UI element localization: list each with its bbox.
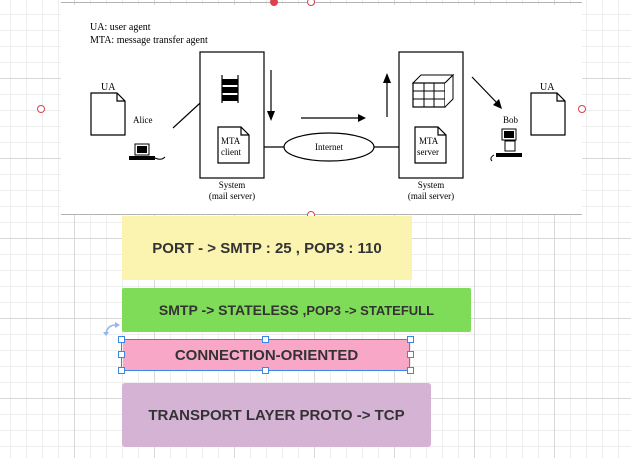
pop3-state-text: POP3 -> STATEFULL bbox=[306, 302, 435, 318]
bob-computer-icon bbox=[490, 128, 522, 162]
mta-server-label-2: server bbox=[417, 147, 439, 157]
right-system-sublabel: (mail server) bbox=[408, 191, 454, 201]
right-ua-label: UA bbox=[540, 82, 555, 93]
mta-server-document-icon bbox=[414, 126, 447, 164]
port-note-text: PORT - > SMTP : 25 , POP3 : 110 bbox=[152, 239, 382, 257]
resize-handle-tl[interactable] bbox=[118, 336, 125, 343]
resize-handle-tm[interactable] bbox=[262, 336, 269, 343]
alice-label: Alice bbox=[133, 115, 153, 125]
figure-top-edge bbox=[61, 2, 582, 3]
mta-client-document-icon bbox=[217, 126, 250, 164]
connection-note[interactable]: CONNECTION-ORIENTED bbox=[123, 340, 410, 370]
state-note[interactable]: SMTP -> STATELESS ,POP3 -> STATEFULL bbox=[122, 288, 471, 332]
left-system-sublabel: (mail server) bbox=[209, 191, 255, 201]
transport-note[interactable]: TRANSPORT LAYER PROTO -> TCP bbox=[122, 383, 431, 447]
legend-ua: UA: user agent bbox=[90, 22, 151, 33]
resize-handle-mr[interactable] bbox=[407, 351, 414, 358]
figure-bottom-edge bbox=[61, 214, 582, 215]
alice-computer-icon bbox=[129, 143, 166, 160]
email-architecture-figure[interactable]: UA: user agent MTA: message transfer age… bbox=[61, 5, 582, 215]
transport-note-text: TRANSPORT LAYER PROTO -> TCP bbox=[148, 406, 405, 424]
resize-handle-tr[interactable] bbox=[407, 336, 414, 343]
connection-note-text: CONNECTION-ORIENTED bbox=[174, 346, 359, 364]
rotate-handle-icon[interactable] bbox=[103, 321, 121, 337]
legend-mta: MTA: message transfer agent bbox=[90, 35, 208, 46]
mta-client-label-1: MTA bbox=[221, 136, 241, 146]
resize-handle-bl[interactable] bbox=[118, 367, 125, 374]
right-ua-document-icon bbox=[530, 92, 566, 136]
internet-label: Internet bbox=[315, 142, 343, 152]
smtp-state-text: SMTP -> STATELESS , bbox=[158, 302, 307, 318]
left-queue-icon bbox=[221, 75, 239, 103]
figure-right-handle[interactable] bbox=[578, 105, 586, 113]
resize-handle-br[interactable] bbox=[407, 367, 414, 374]
bob-label: Bob bbox=[503, 115, 519, 125]
figure-top-handle-2[interactable] bbox=[307, 0, 315, 6]
port-note[interactable]: PORT - > SMTP : 25 , POP3 : 110 bbox=[122, 216, 412, 280]
right-system-label: System bbox=[418, 180, 445, 190]
left-ua-label: UA bbox=[101, 82, 116, 93]
mta-client-label-2: client bbox=[221, 147, 241, 157]
resize-handle-ml[interactable] bbox=[118, 351, 125, 358]
left-system-label: System bbox=[219, 180, 246, 190]
mta-server-label-1: MTA bbox=[419, 136, 439, 146]
mailbox-grid-icon bbox=[411, 73, 455, 108]
resize-handle-bm[interactable] bbox=[262, 367, 269, 374]
figure-left-handle[interactable] bbox=[37, 105, 45, 113]
figure-top-handle[interactable] bbox=[270, 0, 278, 6]
left-ua-document-icon bbox=[90, 92, 126, 136]
